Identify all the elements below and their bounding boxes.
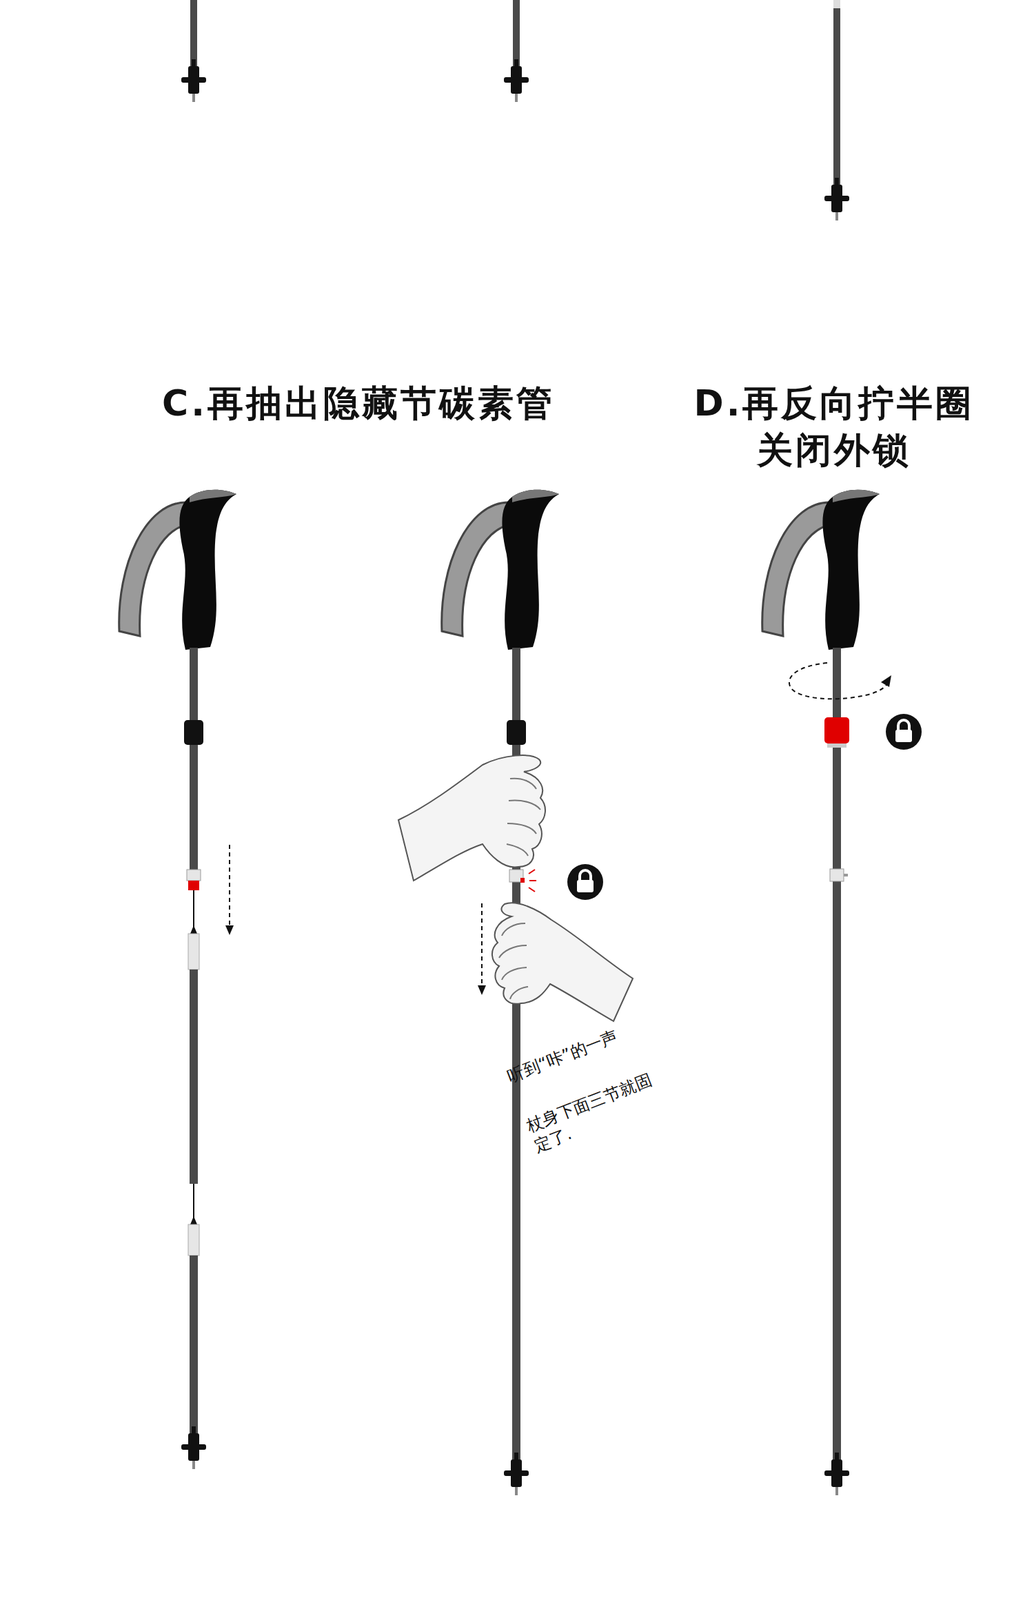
step-heading: D.再反向拧半圈 关闭外锁 [672,380,997,474]
note-text: 听到“咔”的一声 [504,1001,686,1089]
note-block: 听到“咔”的一声 杖身下面三节就固定了. [504,1001,713,1159]
step-heading: C.再抽出隐藏节碳素管 [137,380,580,428]
note-text: 杖身下面三节就固定了. [523,1065,675,1158]
